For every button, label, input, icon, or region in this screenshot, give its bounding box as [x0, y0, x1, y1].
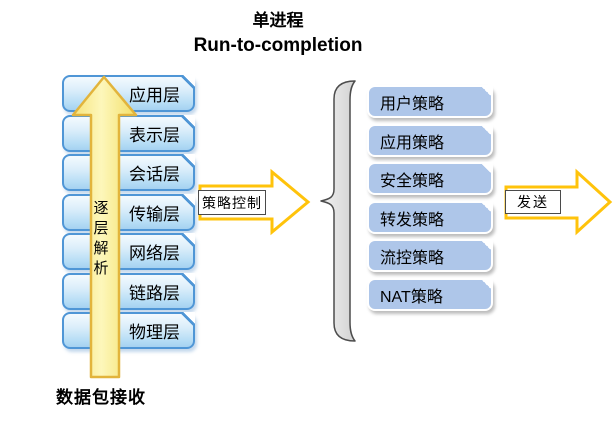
- layer-box: 网络层: [62, 233, 195, 270]
- layer-label: 应用层: [129, 86, 180, 105]
- policy-label: 应用策略: [380, 134, 445, 152]
- policy-box: 转发策略: [367, 201, 493, 234]
- page-title: 单进程 Run-to-completion: [128, 10, 428, 59]
- policy-box: 安全策略: [367, 162, 493, 195]
- policy-label: 安全策略: [380, 172, 445, 190]
- layer-box: 会话层: [62, 154, 195, 191]
- layer-box: 表示层: [62, 115, 195, 152]
- layer-label: 链路层: [129, 284, 180, 303]
- policy-label: 流控策略: [380, 249, 445, 267]
- policy-control-label: 策略控制: [198, 190, 266, 215]
- layer-box: 物理层: [62, 312, 195, 349]
- policy-box: 用户策略: [367, 85, 493, 118]
- layer-box: 链路层: [62, 273, 195, 310]
- layer-box: 传输层: [62, 194, 195, 231]
- up-arrow-icon: [71, 75, 138, 379]
- policy-label: NAT策略: [380, 288, 443, 306]
- policy-box: 流控策略: [367, 239, 493, 272]
- layer-label: 表示层: [129, 126, 180, 145]
- title-line-en: Run-to-completion: [193, 34, 363, 56]
- policy-box: NAT策略: [367, 278, 493, 311]
- send-label: 发送: [505, 190, 561, 214]
- title-line-zh: 单进程: [252, 11, 304, 30]
- layer-label: 传输层: [129, 205, 180, 224]
- policy-label: 转发策略: [380, 211, 445, 229]
- left-brace-icon: [320, 80, 356, 342]
- layer-label: 会话层: [129, 165, 180, 184]
- packet-receive-label: 数据包接收: [56, 388, 146, 407]
- up-arrow-label: 逐层解析: [93, 200, 109, 277]
- layer-label: 网络层: [129, 244, 180, 263]
- policy-label: 用户策略: [380, 95, 445, 113]
- layer-label: 物理层: [129, 323, 180, 342]
- policy-box: 应用策略: [367, 124, 493, 157]
